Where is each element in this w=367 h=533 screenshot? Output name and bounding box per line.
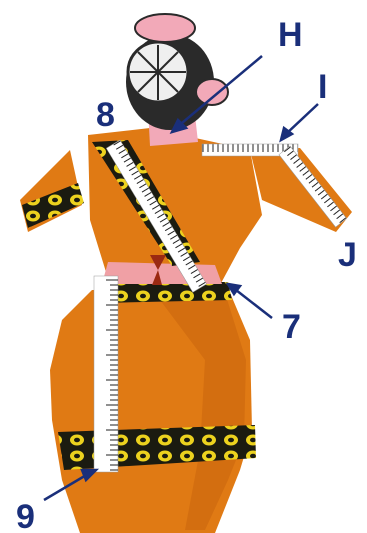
head-top-ornament [135, 14, 195, 42]
arrow-7 [236, 290, 272, 318]
label-i: I [318, 68, 327, 106]
label-h: H [278, 16, 303, 54]
label-7: 7 [282, 308, 301, 346]
arrow-i [286, 104, 318, 134]
bun-spokes [130, 45, 186, 100]
ear-flower [196, 79, 228, 105]
label-j: J [338, 236, 357, 274]
label-9: 9 [16, 498, 35, 533]
label-8: 8 [96, 96, 115, 134]
tape-9-vertical [94, 276, 118, 472]
